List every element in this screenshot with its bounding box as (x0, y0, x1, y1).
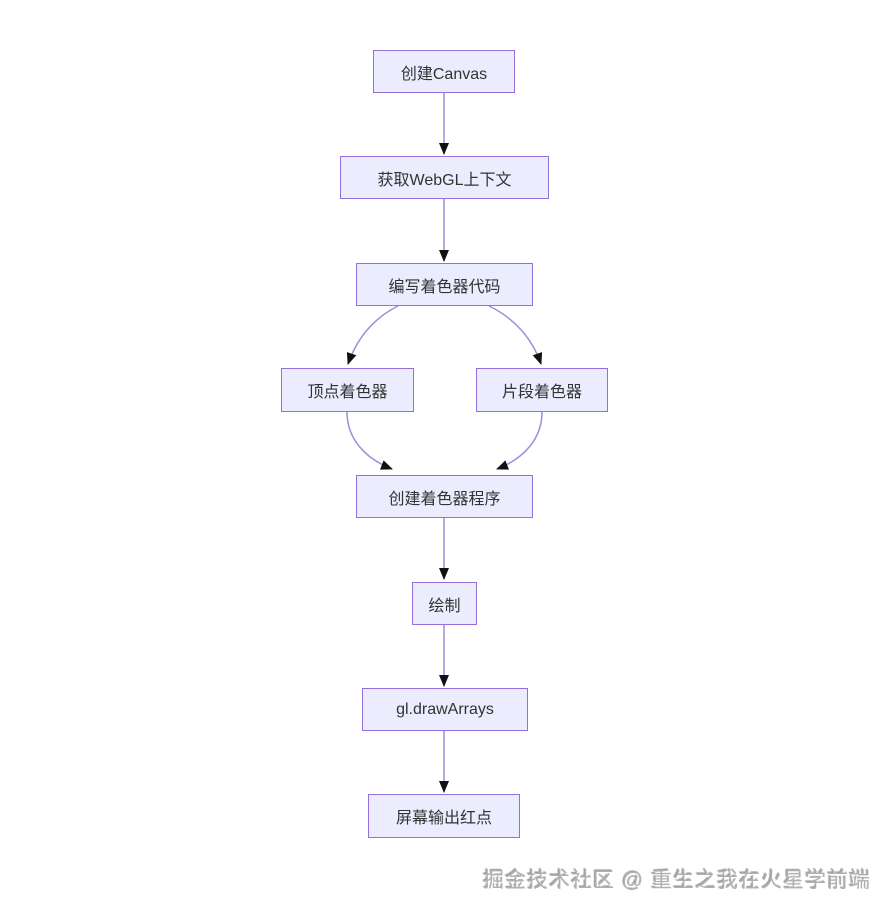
edge-write-shader-to-vertex-shader (346, 305, 399, 365)
flow-node-screen-output-red-dot: 屏幕输出红点 (368, 794, 520, 838)
flow-node-draw: 绘制 (412, 582, 477, 625)
flow-node-gl-drawarrays: gl.drawArrays (362, 688, 528, 731)
watermark-text: 掘金技术社区 @ 重生之我在火星学前端 (483, 869, 871, 892)
flow-node-get-webgl-context: 获取WebGL上下文 (340, 156, 549, 199)
flow-node-vertex-shader: 顶点着色器 (281, 368, 414, 412)
flow-node-write-shader-code: 编写着色器代码 (356, 263, 533, 306)
flow-node-fragment-shader: 片段着色器 (476, 368, 608, 412)
flow-node-create-shader-program: 创建着色器程序 (356, 475, 533, 518)
flow-node-create-canvas: 创建Canvas (373, 50, 515, 93)
edge-write-shader-to-fragment-shader (488, 305, 543, 365)
edge-vertex-shader-to-create-program (346, 411, 393, 470)
edge-fragment-shader-to-create-program (496, 411, 543, 470)
